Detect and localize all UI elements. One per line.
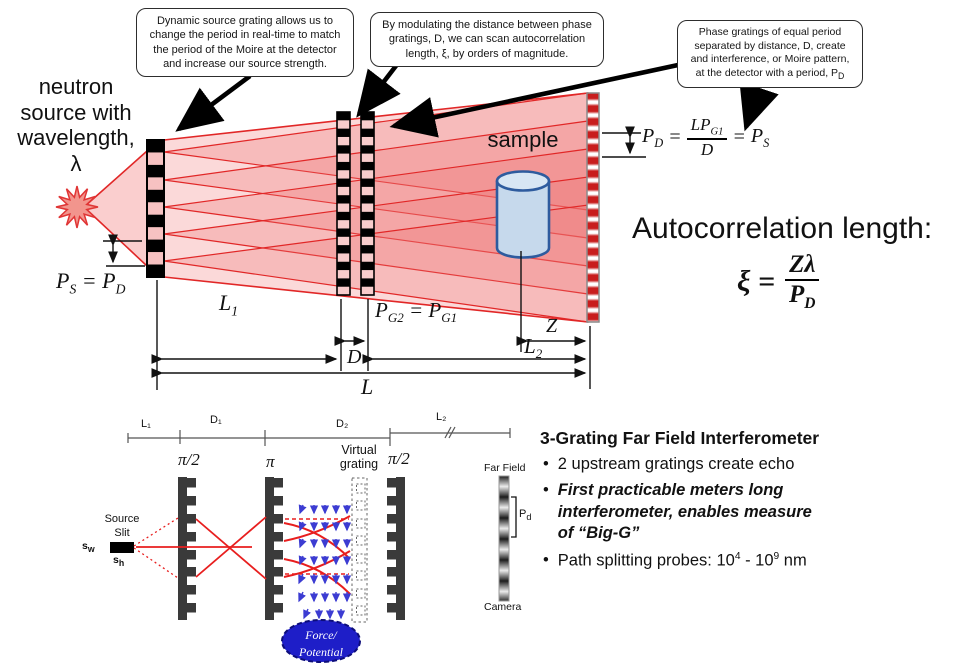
bottom-dim-l2: L₂ — [436, 411, 447, 423]
virtual-grating-label: Virtual grating — [339, 443, 379, 471]
math-text: L — [219, 290, 232, 315]
bullet-item: • Path splitting probes: 104 - 109 nm — [540, 550, 960, 572]
bullet-text: 2 upstream gratings create echo — [557, 455, 795, 473]
callout-text: By modulating the distance between phase… — [382, 19, 592, 60]
slit-height-label: sh — [113, 554, 125, 569]
far-field-label: Far Field — [484, 462, 526, 474]
bottom-dim-d2: D₂ — [336, 418, 349, 430]
neutron-source-label: neutron source with wavelength, λ — [6, 74, 146, 177]
autocorrelation-title: Autocorrelation length: — [632, 212, 933, 245]
grating-label-pi2-right: π/2 — [388, 449, 410, 468]
math-sub: D — [654, 135, 664, 150]
callout-text-sub: D — [838, 71, 845, 82]
math-text: PD — [642, 125, 663, 151]
math-text: P — [642, 124, 655, 147]
pd-formula: PD = LPG1 D = PS — [642, 116, 769, 159]
virtual-grating — [351, 477, 368, 623]
callout-dynamic-source-grating: Dynamic source grating allows us to chan… — [136, 8, 354, 78]
bullet-text: First practicable meters long interferom… — [557, 481, 812, 543]
d-label: D — [347, 346, 362, 368]
bottom-dim-l1: L₁ — [141, 418, 151, 430]
math-sub: S — [69, 281, 77, 297]
math-text: L — [524, 334, 536, 358]
l1-label: L1 — [219, 290, 238, 319]
l-label: L — [361, 374, 374, 399]
fraction: LPG1 D — [686, 116, 728, 160]
math-text: ξ = — [737, 265, 776, 299]
callout-text: Dynamic source grating allows us to chan… — [149, 15, 341, 70]
camera-label: Camera — [484, 601, 522, 613]
math-text: = — [732, 126, 746, 149]
fraction-numerator: Zλ — [785, 251, 820, 282]
math-sub: 1 — [231, 303, 239, 319]
pd-camera-label: Pd — [519, 508, 532, 523]
math-text: P — [428, 298, 442, 322]
fraction: Zλ PD — [785, 251, 820, 313]
math-sub: G1 — [441, 310, 458, 326]
fraction-denominator: D — [700, 140, 714, 160]
bottom-dimension-lines — [127, 426, 511, 446]
callout-phase-gratings: Phase gratings of equal period separated… — [677, 20, 863, 89]
grating-label-pi2-left: π/2 — [178, 450, 200, 469]
neutron-source-starburst — [55, 185, 99, 229]
z-label: Z — [546, 315, 558, 337]
source-label-line: neutron — [38, 74, 114, 99]
l2-label: L2 — [524, 334, 542, 362]
sample-cylinder — [495, 170, 551, 259]
grating-comb-pi2-right — [387, 477, 405, 620]
force-field-arrows — [298, 504, 352, 620]
notes-heading: 3-Grating Far Field Interferometer — [540, 428, 820, 448]
detector-bar — [586, 92, 600, 323]
source-slit-label: Source Slit — [104, 513, 140, 539]
ps-pd-label: PS = PD — [56, 268, 125, 297]
fraction-denominator: PD — [789, 281, 816, 313]
pg2-pg1-label: PG2 = PG1 — [375, 298, 457, 326]
math-text: PS — [750, 124, 770, 150]
math-text: = — [403, 298, 429, 322]
grating-comb-pi2-left — [178, 477, 196, 620]
bullet-marker: • — [543, 455, 549, 473]
sample-label: sample — [487, 127, 559, 152]
source-label-line: wavelength, — [17, 125, 135, 151]
source-slit-rect — [110, 542, 134, 553]
grating-label-pi: π — [266, 452, 275, 471]
phase-grating-g2 — [360, 111, 375, 296]
bullet-marker: • — [543, 481, 549, 500]
math-sub: D — [115, 281, 126, 297]
math-sub: 2 — [535, 346, 543, 362]
source-grating — [146, 139, 165, 278]
xi-formula: ξ = Zλ PD — [737, 251, 820, 313]
phase-grating-g1 — [336, 111, 351, 296]
bullet-text: Path splitting probes: 104 - 109 nm — [557, 550, 807, 570]
slit-width-label: sw — [82, 540, 95, 555]
neutron-beam-fan — [83, 92, 589, 323]
math-text: P — [102, 268, 116, 293]
math-text: P — [56, 268, 70, 293]
math-text: P — [375, 298, 388, 322]
source-label-line: source with — [20, 99, 132, 125]
force-potential-blob — [281, 619, 361, 663]
bullet-marker: • — [543, 550, 549, 569]
force-potential-label: Force/ Potential — [299, 628, 343, 660]
top-dimensions — [103, 126, 646, 390]
red-rays — [133, 515, 351, 595]
callout-text: Phase gratings of equal period separated… — [690, 26, 850, 79]
math-text: = — [668, 126, 682, 149]
bullet-item: • 2 upstream gratings create echo — [540, 454, 960, 475]
math-sub: G2 — [387, 310, 404, 326]
callout-arrows — [175, 56, 779, 138]
lambda-symbol: λ — [70, 151, 82, 177]
far-field-camera-bar — [498, 475, 517, 602]
bottom-dim-d1: D₁ — [210, 414, 222, 426]
notes-block: 3-Grating Far Field Interferometer • 2 u… — [540, 428, 960, 577]
bullet-item: • First practicable meters long interfer… — [540, 480, 960, 544]
grating-comb-pi — [265, 477, 283, 620]
math-text: = — [76, 268, 103, 293]
callout-modulating-distance: By modulating the distance between phase… — [370, 12, 604, 67]
fraction-numerator: LPG1 — [686, 116, 728, 141]
